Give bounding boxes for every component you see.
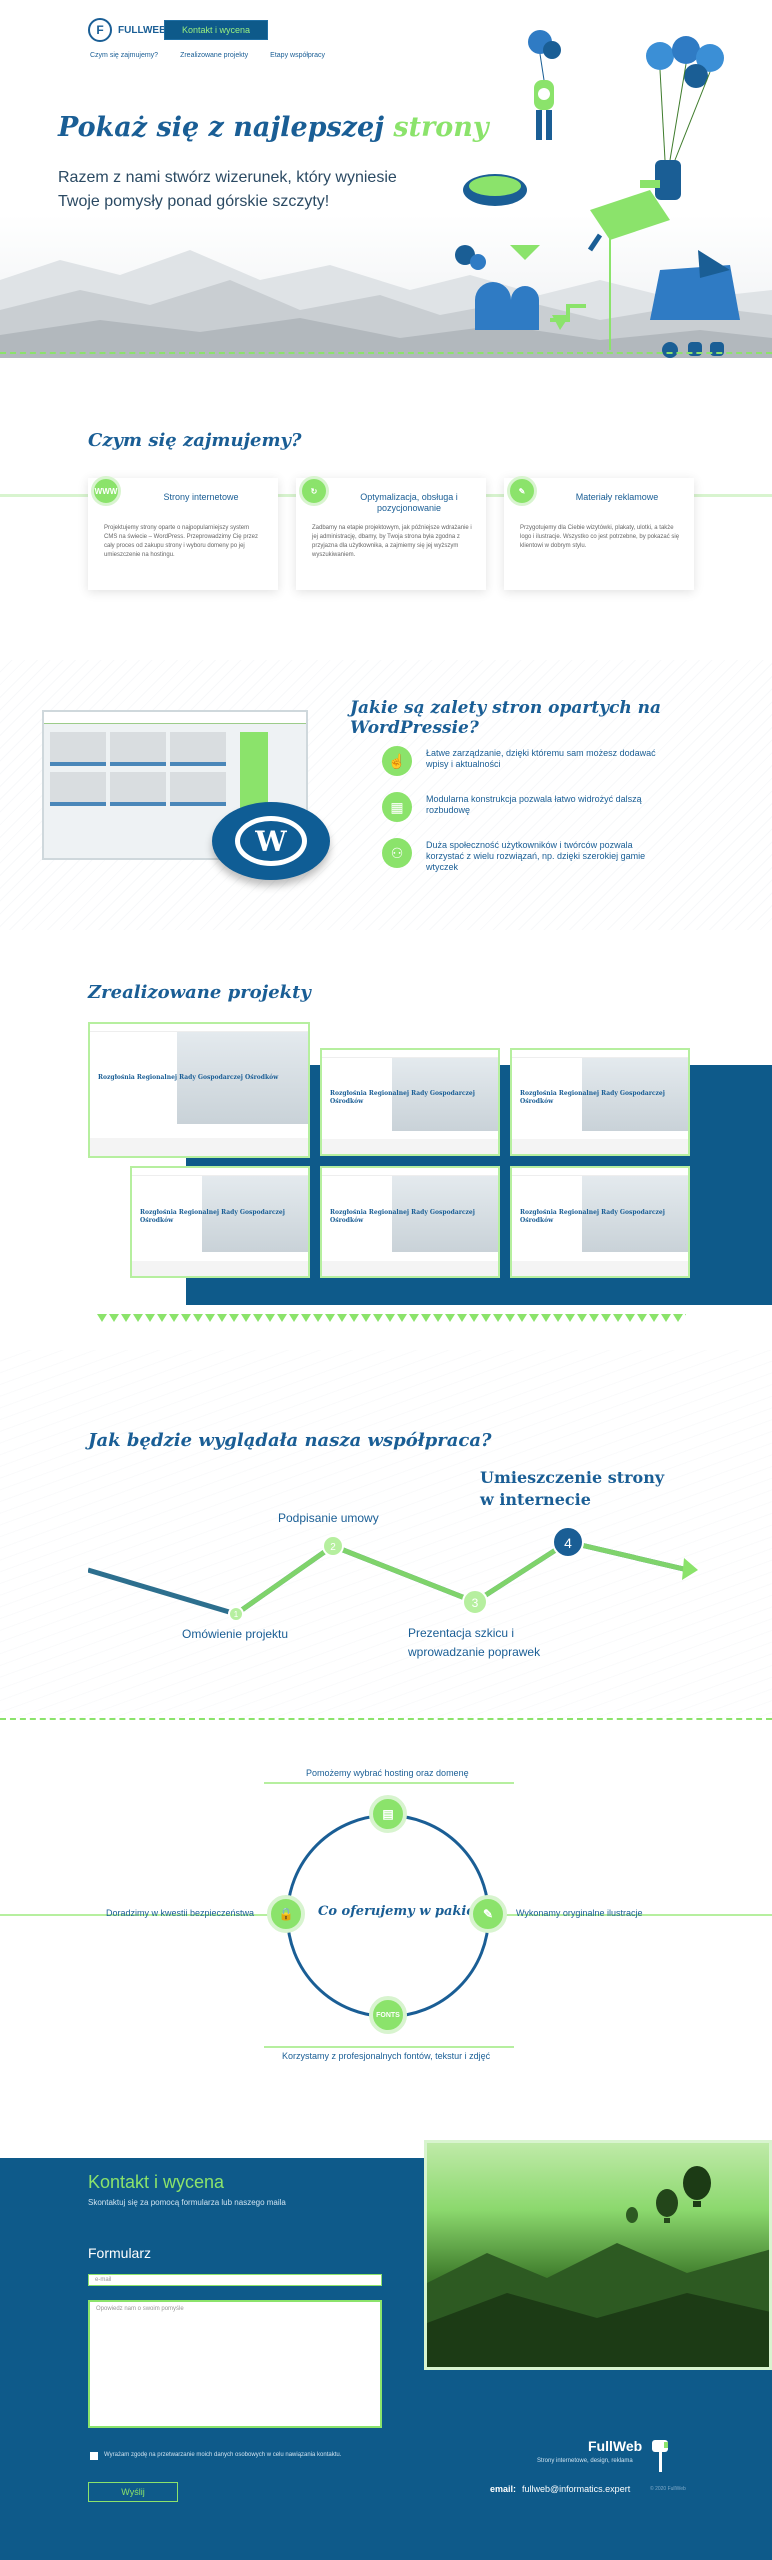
hero-subtitle: Razem z nami stwórz wizerunek, który wyn… — [58, 169, 397, 210]
email-link[interactable]: fullweb@informatics.expert — [522, 2484, 631, 2494]
pencil-icon: ✎ — [469, 1895, 507, 1933]
timeline-step-3-node — [462, 1589, 488, 1615]
logo-icon: F — [88, 18, 112, 42]
footer-copyright: © 2020 FullWeb — [650, 2486, 686, 2492]
timeline-step-4-label: Umieszczenie strony w internecie — [480, 1468, 665, 1509]
contact-subtitle: Skontaktuj się za pomocą formularza lub … — [88, 2198, 286, 2207]
project-preview[interactable]: Rozgłośnia Regionalnej Rady Gospodarczej… — [510, 1166, 690, 1278]
nav-item-stages[interactable]: Etapy współpracy — [270, 52, 326, 59]
project-preview[interactable]: Rozgłośnia Regionalnej Rady Gospodarczej… — [130, 1166, 310, 1278]
ad-icon: ✎ — [507, 476, 537, 506]
package-item-security: Doradzimy w kwestii bezpieczeństwa — [106, 1908, 255, 1918]
hero-section: F FULLWEB Kontakt i wycena Czym się zajm… — [0, 0, 772, 358]
service-card-text: Projektujemy strony oparte o najpopularn… — [104, 525, 258, 558]
project-preview[interactable]: Rozgłośnia Regionalnej Rady Gospodarczej… — [320, 1048, 500, 1156]
advantage-text: Duża społeczność użytkowników i twórców … — [426, 840, 646, 872]
advantage-text: Łatwe zarządzanie, dzięki któremu sam mo… — [426, 748, 656, 769]
service-card-title: Optymalizacja, obsługa i pozycjonowanie — [360, 492, 458, 513]
advantage-text: Modularna konstrukcja pozwala łatwo widr… — [426, 794, 642, 815]
timeline-path: 1 2 3 4 — [88, 1526, 698, 1622]
timeline-step-3-number: 3 — [472, 1596, 479, 1610]
project-preview[interactable]: Rozgłośnia Regionalnej Rady Gospodarczej… — [510, 1048, 690, 1156]
contact-cta-button[interactable]: Kontakt i wycena — [164, 20, 268, 40]
service-card-text: Przygotujemy dla Ciebie wizytówki, plaka… — [520, 525, 680, 549]
consent-checkbox[interactable] — [90, 2452, 98, 2460]
form-title: Formularz — [88, 2245, 152, 2261]
service-card-title: Materiały reklamowe — [575, 492, 659, 502]
community-icon: ⚇ — [382, 838, 412, 868]
timeline-step-3-label: Prezentacja szkicu i wprowadzanie popraw… — [408, 1626, 541, 1659]
nav-item-services[interactable]: Czym się zajmujemy? — [90, 52, 159, 59]
section-divider — [0, 1718, 772, 1720]
message-field[interactable]: Opowiedz nam o swoim pomyśle — [88, 2300, 382, 2428]
service-card-title: Strony internetowe — [163, 492, 239, 502]
email-field[interactable]: e-mail — [88, 2274, 382, 2286]
timeline-step-1-label: Omówienie projektu — [182, 1627, 289, 1641]
package-item-fonts: Korzystamy z profesjonalnych fontów, tek… — [282, 2051, 491, 2061]
timeline-title: Jak będzie wyglądała nasza współpraca? — [88, 1430, 492, 1451]
mountains-illustration — [0, 250, 772, 358]
timeline-step-1-number: 1 — [234, 1610, 239, 1619]
refresh-icon: ↻ — [299, 476, 329, 506]
services-title: Czym się zajmujemy? — [88, 430, 302, 451]
contact-title: Kontakt i wycena — [88, 2172, 225, 2192]
section-divider — [0, 352, 772, 354]
service-card-text: Zadbamy na etapie projektowym, jak późni… — [312, 525, 472, 558]
timeline-step-2-label: Podpisanie umowy — [278, 1511, 379, 1525]
hero-title-main: Pokaż się z najlepszej — [58, 112, 394, 143]
service-card-websites: WWW Strony internetowe Projektujemy stro… — [88, 476, 278, 590]
footer-email: email:fullweb@informatics.expert — [490, 2484, 631, 2494]
consent-label: Wyrażam zgodę na przetwarzanie moich dan… — [104, 2452, 342, 2458]
package-item-illustrations: Wykonamy oryginalne ilustracje — [516, 1908, 643, 1918]
hero-title: Pokaż się z najlepszej strony — [58, 112, 489, 143]
modules-icon: ▦ — [382, 792, 412, 822]
balloon-characters-illustration — [455, 30, 740, 358]
pattern-background — [0, 1350, 772, 1720]
advantage-item: ☝ Łatwe zarządzanie, dzięki któremu sam … — [382, 746, 672, 776]
timeline-step-1-node — [228, 1606, 244, 1622]
project-preview[interactable]: Rozgłośnia Regionalnej Rady Gospodarczej… — [320, 1166, 500, 1278]
timeline-step-4-node — [552, 1526, 584, 1558]
hand-icon: ☝ — [382, 746, 412, 776]
wordpress-logo-icon: W — [212, 802, 330, 880]
project-preview[interactable]: Rozgłośnia Regionalnej Rady Gospodarczej… — [88, 1022, 310, 1158]
footer-tagline: Strony internetowe, design, reklama — [537, 2458, 633, 2464]
logo[interactable]: F FULLWEB — [88, 18, 166, 42]
service-card-materials: ✎ Materiały reklamowe Przygotujemy dla C… — [504, 476, 694, 590]
footer-brand: FullWeb — [588, 2438, 643, 2454]
hosting-icon: ▤ — [369, 1795, 407, 1833]
package-title: Co oferujemy w pakiecie? — [318, 1904, 504, 1919]
advantage-item: ⚇ Duża społeczność użytkowników i twórcó… — [382, 838, 672, 873]
timeline-step-2-node — [322, 1535, 344, 1557]
package-item-hosting: Pomożemy wybrać hosting oraz domenę — [306, 1768, 469, 1778]
mailbox-icon — [652, 2440, 668, 2472]
submit-button[interactable]: Wyślij — [88, 2482, 178, 2502]
triangle-divider — [96, 1313, 686, 1323]
hero-title-accent: strony — [393, 112, 489, 143]
lock-icon: 🔒 — [267, 1895, 305, 1933]
main-nav: Czym się zajmujemy? Zrealizowane projekt… — [90, 52, 325, 59]
fonts-icon: FONTS — [369, 1996, 407, 2034]
service-card-optimization: ↻ Optymalizacja, obsługa i pozycjonowani… — [296, 476, 486, 590]
nav-item-projects[interactable]: Zrealizowane projekty — [180, 52, 249, 59]
projects-title: Zrealizowane projekty — [88, 982, 311, 1003]
timeline-step-2-number: 2 — [330, 1542, 336, 1553]
logo-text: FULLWEB — [118, 24, 167, 36]
balloons-photo — [424, 2140, 772, 2370]
advantages-title: Jakie są zalety stron opartych na WordPr… — [350, 698, 662, 738]
timeline-step-4-number: 4 — [564, 1535, 572, 1551]
www-icon: WWW — [91, 476, 121, 506]
advantage-item: ▦ Modularna konstrukcja pozwala łatwo wi… — [382, 792, 672, 822]
